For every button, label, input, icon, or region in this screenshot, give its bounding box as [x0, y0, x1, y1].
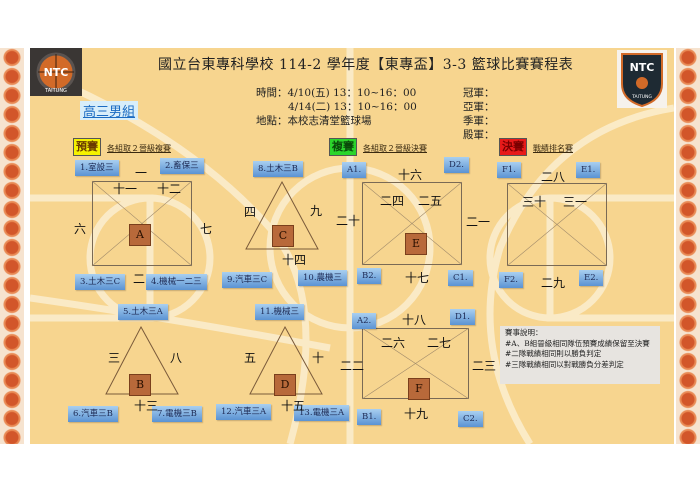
match-f-26: 二六 [381, 336, 406, 350]
match-a-2: 二 [133, 272, 146, 286]
notes-line-2: #二隊戰績相同則以勝負判定 [505, 349, 602, 358]
team-f1: F1. [497, 162, 522, 178]
notes-title: 賽事說明： [505, 328, 543, 337]
match-e-25: 二五 [418, 194, 443, 208]
tournament-notes: 賽事說明： #A、B組晉級相同隊伍預賽成績保留至決賽 #二隊戰績相同則以勝負判定… [500, 326, 660, 384]
match-final-29: 二九 [541, 276, 566, 290]
team-d1: D1. [450, 309, 475, 325]
match-c-9: 九 [310, 204, 323, 218]
match-final-28: 二八 [541, 170, 566, 184]
team-13: 13.電機三A [294, 405, 350, 421]
notes-line-1: #A、B組晉級相同隊伍預賽成績保留至決賽 [505, 338, 650, 348]
team-b1: B1. [357, 409, 382, 425]
team-6: 6.汽車三B [68, 406, 118, 422]
team-e2: E2. [579, 270, 604, 286]
page-title: 國立台東專科學校 114-2 學年度【東專盃】3-3 籃球比賽賽程表 [158, 57, 574, 73]
match-final-30: 三十 [522, 195, 547, 209]
match-f-27: 二七 [427, 336, 452, 350]
group-c-badge: C [272, 225, 294, 247]
podium-runner-up: 亞軍： [463, 101, 495, 113]
team-7: 7.電機三B [152, 406, 202, 422]
group-a-bracket [91, 180, 193, 267]
svg-text:TAITUNG: TAITUNG [44, 88, 67, 94]
ntc-logo-left: NTC TAITUNG [30, 48, 82, 96]
team-d2: D2. [444, 157, 469, 173]
basketball-border-left [0, 48, 24, 444]
team-5: 5.土木三A [118, 304, 168, 320]
team-8: 8.土木三B [253, 161, 303, 177]
match-time-2: 4/14(二) 13：10~16：00 [288, 101, 417, 113]
match-e-17: 十七 [405, 271, 430, 285]
match-e-21: 二一 [466, 215, 491, 229]
team-c2: C2. [458, 411, 483, 427]
match-final-31: 三一 [563, 195, 588, 209]
match-b-13: 十三 [134, 399, 159, 413]
semifinal-note: 各組取２晉級決賽 [363, 144, 427, 153]
team-b2: B2. [357, 268, 382, 284]
basketball-border-right [676, 48, 700, 444]
match-a-1: 一 [135, 166, 148, 180]
team-3: 3.土木三C [75, 274, 126, 290]
team-12: 12.汽車三A [216, 404, 272, 420]
match-a-7: 七 [200, 222, 213, 236]
podium-fourth: 殿軍： [463, 129, 495, 141]
preliminary-note: 各組取２晉級複賽 [107, 144, 171, 153]
match-a-11: 十一 [113, 182, 138, 196]
match-a-12: 十二 [157, 182, 182, 196]
final-tag: 決賽 [499, 138, 527, 156]
podium-champion: 冠軍： [463, 87, 495, 99]
match-c-4: 四 [244, 205, 257, 219]
podium-third: 季軍： [463, 115, 495, 127]
match-location: 地點：本校志清堂籃球場 [256, 115, 372, 127]
match-a-6: 六 [74, 222, 87, 236]
match-f-18: 十八 [402, 313, 427, 327]
team-c1: C1. [448, 270, 473, 286]
semifinal-tag: 複賽 [329, 138, 357, 156]
team-a2: A2. [352, 313, 377, 329]
match-d-5: 五 [244, 351, 257, 365]
match-time: 時間：4/10(五) 13：10~16：00 [256, 87, 417, 99]
team-2: 2.畜保三 [160, 158, 204, 174]
team-f2: F2. [499, 272, 524, 288]
match-c-14: 十四 [282, 253, 307, 267]
preliminary-tag: 預賽 [73, 138, 101, 156]
group-f-badge: F [408, 378, 430, 400]
svg-text:NTC: NTC [630, 61, 655, 74]
match-f-23: 二三 [472, 359, 497, 373]
ntc-logo-right: NTC TAITUNG [617, 50, 667, 108]
division-label: 高三男組 [80, 101, 139, 120]
match-f-19: 十九 [404, 407, 429, 421]
team-1: 1.室設三 [75, 160, 119, 176]
match-b-8: 八 [170, 351, 183, 365]
svg-text:TAITUNG: TAITUNG [631, 94, 652, 100]
final-bracket [506, 182, 608, 267]
team-4: 4.機械一二三 [146, 274, 207, 290]
team-9: 9.汽車三C [222, 272, 273, 288]
match-d-10: 十 [312, 351, 325, 365]
match-e-24: 二四 [380, 194, 405, 208]
match-e-16: 十六 [398, 168, 423, 182]
team-a1: A1. [342, 162, 367, 178]
group-c-bracket [245, 180, 319, 250]
team-10: 10.農機三 [298, 270, 348, 286]
match-f-22: 二二 [340, 359, 365, 373]
team-11: 11.機械三 [255, 304, 305, 320]
match-e-20: 二十 [336, 214, 361, 228]
match-d-15: 十五 [281, 399, 306, 413]
group-a-badge: A [129, 224, 151, 246]
svg-text:NTC: NTC [44, 66, 69, 79]
team-e1: E1. [576, 162, 601, 178]
group-e-bracket [361, 181, 463, 266]
notes-line-3: #三隊戰績相同以對戰勝負分差判定 [505, 359, 624, 369]
group-d-badge: D [274, 374, 296, 396]
group-e-badge: E [405, 233, 427, 255]
match-b-3: 三 [108, 351, 121, 365]
group-b-badge: B [129, 374, 151, 396]
final-note: 戰績排名賽 [533, 144, 573, 153]
